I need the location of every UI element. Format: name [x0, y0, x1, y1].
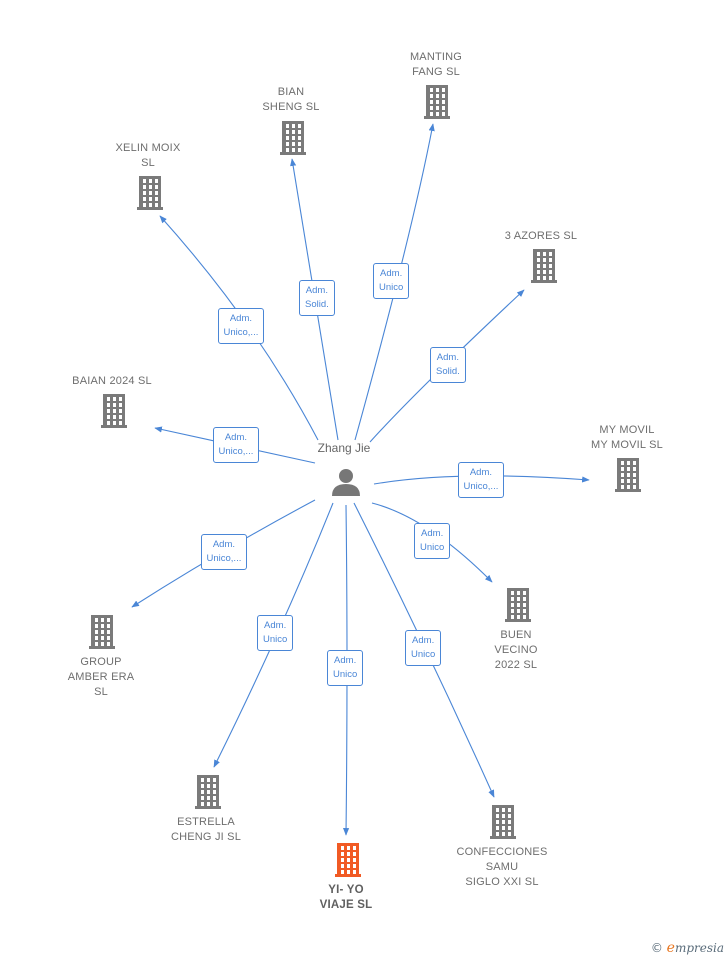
- role-line: Unico: [379, 282, 404, 293]
- company-label-line: MY MOVIL: [599, 424, 655, 436]
- company-label-line: 2022 SL: [494, 659, 538, 671]
- company-label-line: BAIAN 2024 SL: [72, 375, 152, 387]
- building-icon-estrella[interactable]: [195, 775, 221, 809]
- company-label-line: SIGLO XXI SL: [465, 876, 539, 888]
- role-line: Adm.: [305, 285, 328, 296]
- person-icon[interactable]: [332, 469, 360, 496]
- brand-initial: e: [666, 940, 675, 956]
- role-line: Adm.: [224, 432, 248, 443]
- company-label-buen[interactable]: BUEN VECINO 2022 SL: [494, 628, 537, 673]
- edge-manting: [354, 123, 435, 441]
- company-label-line: 3 AZORES SL: [504, 230, 578, 242]
- role-line: Adm.: [469, 467, 493, 478]
- building-icon-manting[interactable]: [424, 85, 450, 119]
- company-label-line: GROUP: [80, 656, 122, 668]
- company-label-line: SAMU: [485, 861, 519, 873]
- person-name[interactable]: Zhang Jie: [317, 441, 371, 455]
- company-label-line: YI- YO: [328, 884, 364, 896]
- role-line: Adm.: [334, 655, 357, 666]
- role-line: Adm.: [436, 352, 459, 363]
- company-label-xelin[interactable]: XELIN MOIX SL: [116, 141, 181, 171]
- role-line: Unico,...: [206, 553, 242, 564]
- role-line: Unico: [420, 542, 445, 553]
- role-box-manting[interactable]: Adm. Unico: [373, 263, 410, 299]
- role-line: Unico,...: [463, 481, 499, 492]
- role-line: Adm.: [212, 539, 236, 550]
- role-line: Unico: [333, 669, 358, 680]
- building-icon-yiyo[interactable]: [335, 843, 361, 877]
- role-line: Unico,...: [223, 327, 259, 338]
- role-line: Solid.: [436, 366, 460, 377]
- building-icon-azores[interactable]: [531, 249, 557, 283]
- role-line: Adm.: [264, 620, 287, 631]
- role-line: Adm.: [380, 268, 403, 279]
- role-box-mymovil[interactable]: Adm. Unico,...: [457, 462, 505, 498]
- role-box-confecciones[interactable]: Adm. Unico: [405, 630, 442, 666]
- role-box-buen[interactable]: Adm. Unico: [414, 523, 451, 559]
- copyright-symbol: ©: [650, 941, 663, 955]
- brand-name: mpresia: [674, 941, 724, 955]
- role-line: Unico,...: [218, 446, 254, 457]
- company-label-azores[interactable]: 3 AZORES SL: [505, 229, 578, 244]
- company-label-mymovil[interactable]: MY MOVIL MY MOVIL SL: [591, 423, 663, 453]
- role-box-yiyo[interactable]: Adm. Unico: [327, 650, 364, 686]
- company-label-manting[interactable]: MANTING FANG SL: [410, 50, 462, 80]
- company-label-line: XELIN MOIX: [115, 142, 181, 154]
- company-label-line: SL: [141, 157, 155, 169]
- building-icon-buen[interactable]: [505, 588, 531, 622]
- building-icon-group[interactable]: [89, 615, 115, 649]
- company-label-baian[interactable]: BAIAN 2024 SL: [72, 374, 152, 389]
- company-label-line: VIAJE SL: [319, 899, 373, 911]
- company-label-line: CHENG JI SL: [170, 831, 242, 843]
- building-icon-bian[interactable]: [280, 121, 306, 155]
- role-box-bian[interactable]: Adm. Solid.: [299, 280, 335, 316]
- nodes: [89, 85, 641, 877]
- role-box-estrella[interactable]: Adm. Unico: [257, 615, 294, 651]
- role-box-azores[interactable]: Adm. Solid.: [430, 347, 466, 383]
- building-icon-mymovil[interactable]: [615, 458, 641, 492]
- company-label-line: AMBER ERA: [67, 671, 135, 683]
- company-label-line: CONFECCIONES: [456, 846, 548, 858]
- building-icon-xelin[interactable]: [137, 176, 163, 210]
- role-box-xelin[interactable]: Adm. Unico,...: [217, 308, 265, 344]
- company-label-line: BIAN: [277, 86, 305, 98]
- company-label-line: VECINO: [494, 644, 538, 656]
- role-line: Adm.: [421, 528, 444, 539]
- role-line: Solid.: [305, 299, 329, 310]
- building-icon-baian[interactable]: [101, 394, 127, 428]
- company-label-estrella[interactable]: ESTRELLA CHENG JI SL: [171, 815, 241, 845]
- company-label-line: BUEN: [500, 629, 532, 641]
- empresia-brand[interactable]: © empresia: [651, 940, 724, 956]
- role-line: Unico: [411, 649, 436, 660]
- building-icon-confecciones[interactable]: [490, 805, 516, 839]
- company-label-yiyo[interactable]: YI- YO VIAJE SL: [320, 883, 373, 913]
- company-label-line: MANTING: [409, 51, 463, 63]
- company-label-line: SHENG SL: [262, 101, 320, 113]
- role-line: Adm.: [412, 635, 435, 646]
- company-label-line: ESTRELLA: [177, 816, 235, 828]
- company-label-line: SL: [94, 686, 108, 698]
- role-line: Unico: [263, 634, 288, 645]
- role-box-baian[interactable]: Adm. Unico,...: [212, 427, 260, 463]
- role-line: Adm.: [229, 313, 253, 324]
- company-label-confecciones[interactable]: CONFECCIONES SAMU SIGLO XXI SL: [456, 845, 547, 890]
- role-box-group[interactable]: Adm. Unico,...: [200, 534, 248, 570]
- company-label-group[interactable]: GROUP AMBER ERA SL: [68, 655, 135, 700]
- company-label-line: MY MOVIL SL: [591, 439, 663, 451]
- company-label-line: FANG SL: [412, 66, 460, 78]
- company-label-bian[interactable]: BIAN SHENG SL: [262, 85, 319, 115]
